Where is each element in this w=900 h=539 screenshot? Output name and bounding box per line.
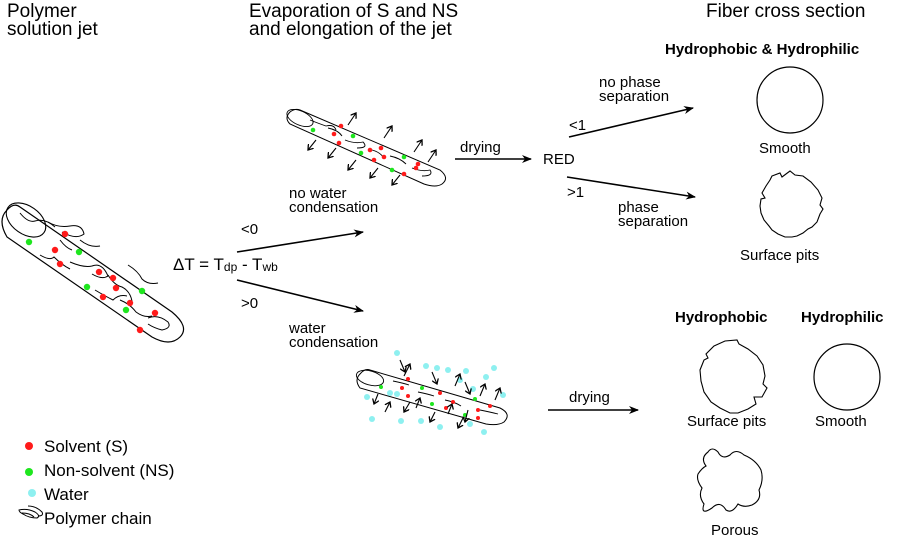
water-droplets xyxy=(364,350,506,435)
legend-polymer-chain: Polymer chain xyxy=(44,509,152,528)
title-hydrophobic-and-hydrophilic: Hydrophobic & Hydrophilic xyxy=(665,41,860,58)
evaporation-arrows xyxy=(308,113,436,185)
caption-smooth-bottom: Smooth xyxy=(815,413,867,430)
label-water-condensation: water condensation xyxy=(289,320,379,351)
label-red-greater-than-one: >1 xyxy=(567,184,585,201)
label-red-less-than-one: <1 xyxy=(569,117,587,134)
legend-non-solvent-dot xyxy=(25,468,33,476)
label-phase-separation: phase separation xyxy=(618,199,689,230)
header-fiber-cross-section: Fiber cross section xyxy=(706,1,866,22)
polymer-jet-left xyxy=(1,202,185,343)
arrow-no-phase-separation xyxy=(568,106,694,138)
legend-polymer-chain-glyph xyxy=(18,505,43,519)
legend-solvent-dot xyxy=(25,442,33,450)
solvent-dots xyxy=(51,230,159,334)
legend-non-solvent: Non-solvent (NS) xyxy=(44,461,175,480)
label-drying-bottom: drying xyxy=(569,389,610,406)
legend-solvent: Solvent (S) xyxy=(44,437,129,456)
caption-surface-pits-top: Surface pits xyxy=(740,247,820,264)
jet-no-condensation xyxy=(286,108,446,187)
caption-surface-pits-bottom: Surface pits xyxy=(687,413,767,430)
arrow-no-condensation xyxy=(236,229,364,253)
equation-mid: - T xyxy=(237,255,263,274)
non-solvent-dots xyxy=(25,238,146,314)
fiber-smooth-top xyxy=(756,66,824,134)
label-drying-top: drying xyxy=(460,139,501,156)
fiber-surface-pits-top xyxy=(759,170,824,238)
fiber-smooth-bottom xyxy=(813,343,881,411)
fiber-surface-pits-bottom xyxy=(699,339,768,414)
legend-water: Water xyxy=(44,485,89,504)
caption-porous: Porous xyxy=(711,522,759,539)
title-hydrophobic: Hydrophobic xyxy=(675,309,768,326)
label-red: RED xyxy=(543,151,575,168)
jet-condensation xyxy=(355,350,508,435)
fiber-porous xyxy=(696,448,763,512)
title-hydrophilic: Hydrophilic xyxy=(801,309,884,326)
subscript-wb: wb xyxy=(262,260,278,274)
subscript-dp: dp xyxy=(223,260,238,274)
caption-smooth-top: Smooth xyxy=(759,140,811,157)
legend-water-dot xyxy=(28,489,36,497)
label-no-water-condensation: no water condensation xyxy=(289,185,379,216)
arrow-phase-separation xyxy=(566,176,696,200)
equation-lhs: ΔT = T xyxy=(173,255,224,274)
header-polymer-solution-jet: Polymer solution jet xyxy=(7,1,98,40)
label-greater-than-zero: >0 xyxy=(241,295,259,312)
polymer-chains xyxy=(19,212,170,331)
label-less-than-zero: <0 xyxy=(241,221,259,238)
label-no-phase-separation: no phase separation xyxy=(599,74,670,105)
arrow-condensation xyxy=(236,279,364,313)
delta-t-equation: ΔT = Tdp - Twb xyxy=(173,256,278,273)
header-evaporation: Evaporation of S and NS and elongation o… xyxy=(249,1,459,40)
